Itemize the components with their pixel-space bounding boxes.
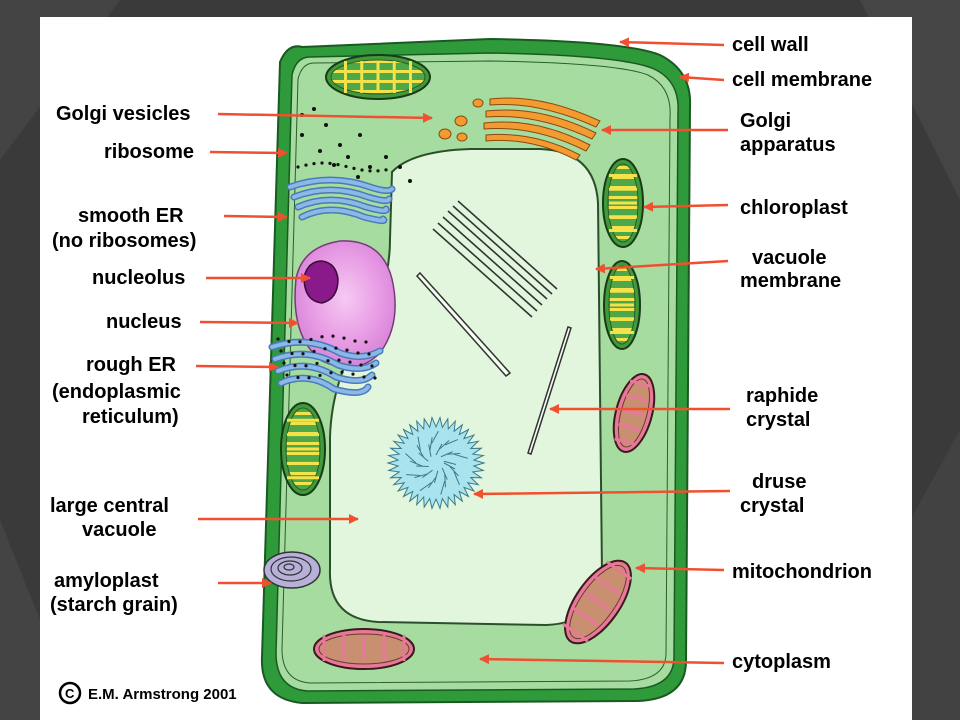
nucleolus <box>303 260 339 304</box>
label-druse-crystal: druse <box>752 471 806 493</box>
label-golgi-apparatus: Golgi <box>740 110 791 132</box>
label-golgi-vesicles: Golgi vesicles <box>56 103 191 125</box>
label-rough-er-note-2: reticulum) <box>82 406 179 428</box>
ribosomes <box>300 107 412 183</box>
label-vacuole-membrane: vacuole <box>752 247 826 269</box>
druse-crystal <box>386 416 486 510</box>
mitochondrion <box>313 628 415 670</box>
label-amyloplast: amyloplast <box>54 570 159 592</box>
label-ribosome: ribosome <box>104 141 194 163</box>
label-smooth-er-note: (no ribosomes) <box>52 230 196 252</box>
raphide-crystal-bundle <box>432 200 558 318</box>
smooth-er <box>286 176 396 225</box>
label-raphide-crystal-2: crystal <box>746 409 811 431</box>
raphide-crystal <box>527 326 572 455</box>
label-chloroplast: chloroplast <box>740 197 848 219</box>
label-arrow <box>635 563 725 574</box>
label-arrow <box>223 211 288 222</box>
label-nucleolus: nucleolus <box>92 267 185 289</box>
amyloplast <box>263 551 321 589</box>
raphide-crystal <box>415 271 512 378</box>
label-cytoplasm: cytoplasm <box>732 651 831 673</box>
label-arrow <box>643 201 729 212</box>
label-arrow <box>595 259 729 274</box>
rough-er <box>268 161 388 396</box>
label-large-central-vacuole: large central <box>50 495 169 517</box>
label-amyloplast-note: (starch grain) <box>50 594 178 616</box>
copyright-notice: C E.M. Armstrong 2001 <box>58 681 237 705</box>
label-arrows <box>195 37 731 665</box>
label-cell-wall: cell wall <box>732 34 809 56</box>
golgi-vesicles <box>438 98 484 142</box>
label-druse-crystal-2: crystal <box>740 495 805 517</box>
label-arrow <box>679 72 725 83</box>
label-smooth-er: smooth ER <box>78 205 184 227</box>
golgi-apparatus <box>483 97 601 161</box>
chloroplast <box>280 402 326 496</box>
label-mitochondrion: mitochondrion <box>732 561 872 583</box>
copyright-text: E.M. Armstrong 2001 <box>88 686 237 703</box>
label-arrow <box>195 361 279 372</box>
label-large-central-vacuole-2: vacuole <box>82 519 156 541</box>
label-arrow <box>473 488 731 499</box>
plant-cell-diagram: Golgi vesicles ribosome smooth ER (no ri… <box>50 34 872 705</box>
label-arrow <box>619 37 725 48</box>
chloroplast <box>325 54 431 100</box>
label-cell-membrane: cell membrane <box>732 69 872 91</box>
label-arrow <box>199 317 299 328</box>
copyright-icon <box>58 681 82 705</box>
label-raphide-crystal: raphide <box>746 385 818 407</box>
label-golgi-apparatus-2: apparatus <box>740 134 836 156</box>
mitochondrion <box>562 559 633 645</box>
chloroplasts <box>280 54 644 496</box>
label-nucleus: nucleus <box>106 311 182 333</box>
copyright-symbol: C <box>65 686 75 701</box>
chloroplast <box>602 158 644 248</box>
label-rough-er: rough ER <box>86 354 177 376</box>
label-arrow <box>479 654 725 665</box>
chloroplast <box>603 260 641 350</box>
label-rough-er-note-1: (endoplasmic <box>52 381 181 403</box>
label-arrow <box>209 147 288 158</box>
slide-panel: Golgi vesicles ribosome smooth ER (no ri… <box>40 17 912 720</box>
label-arrow <box>217 112 433 123</box>
label-vacuole-membrane-2: membrane <box>740 270 841 292</box>
